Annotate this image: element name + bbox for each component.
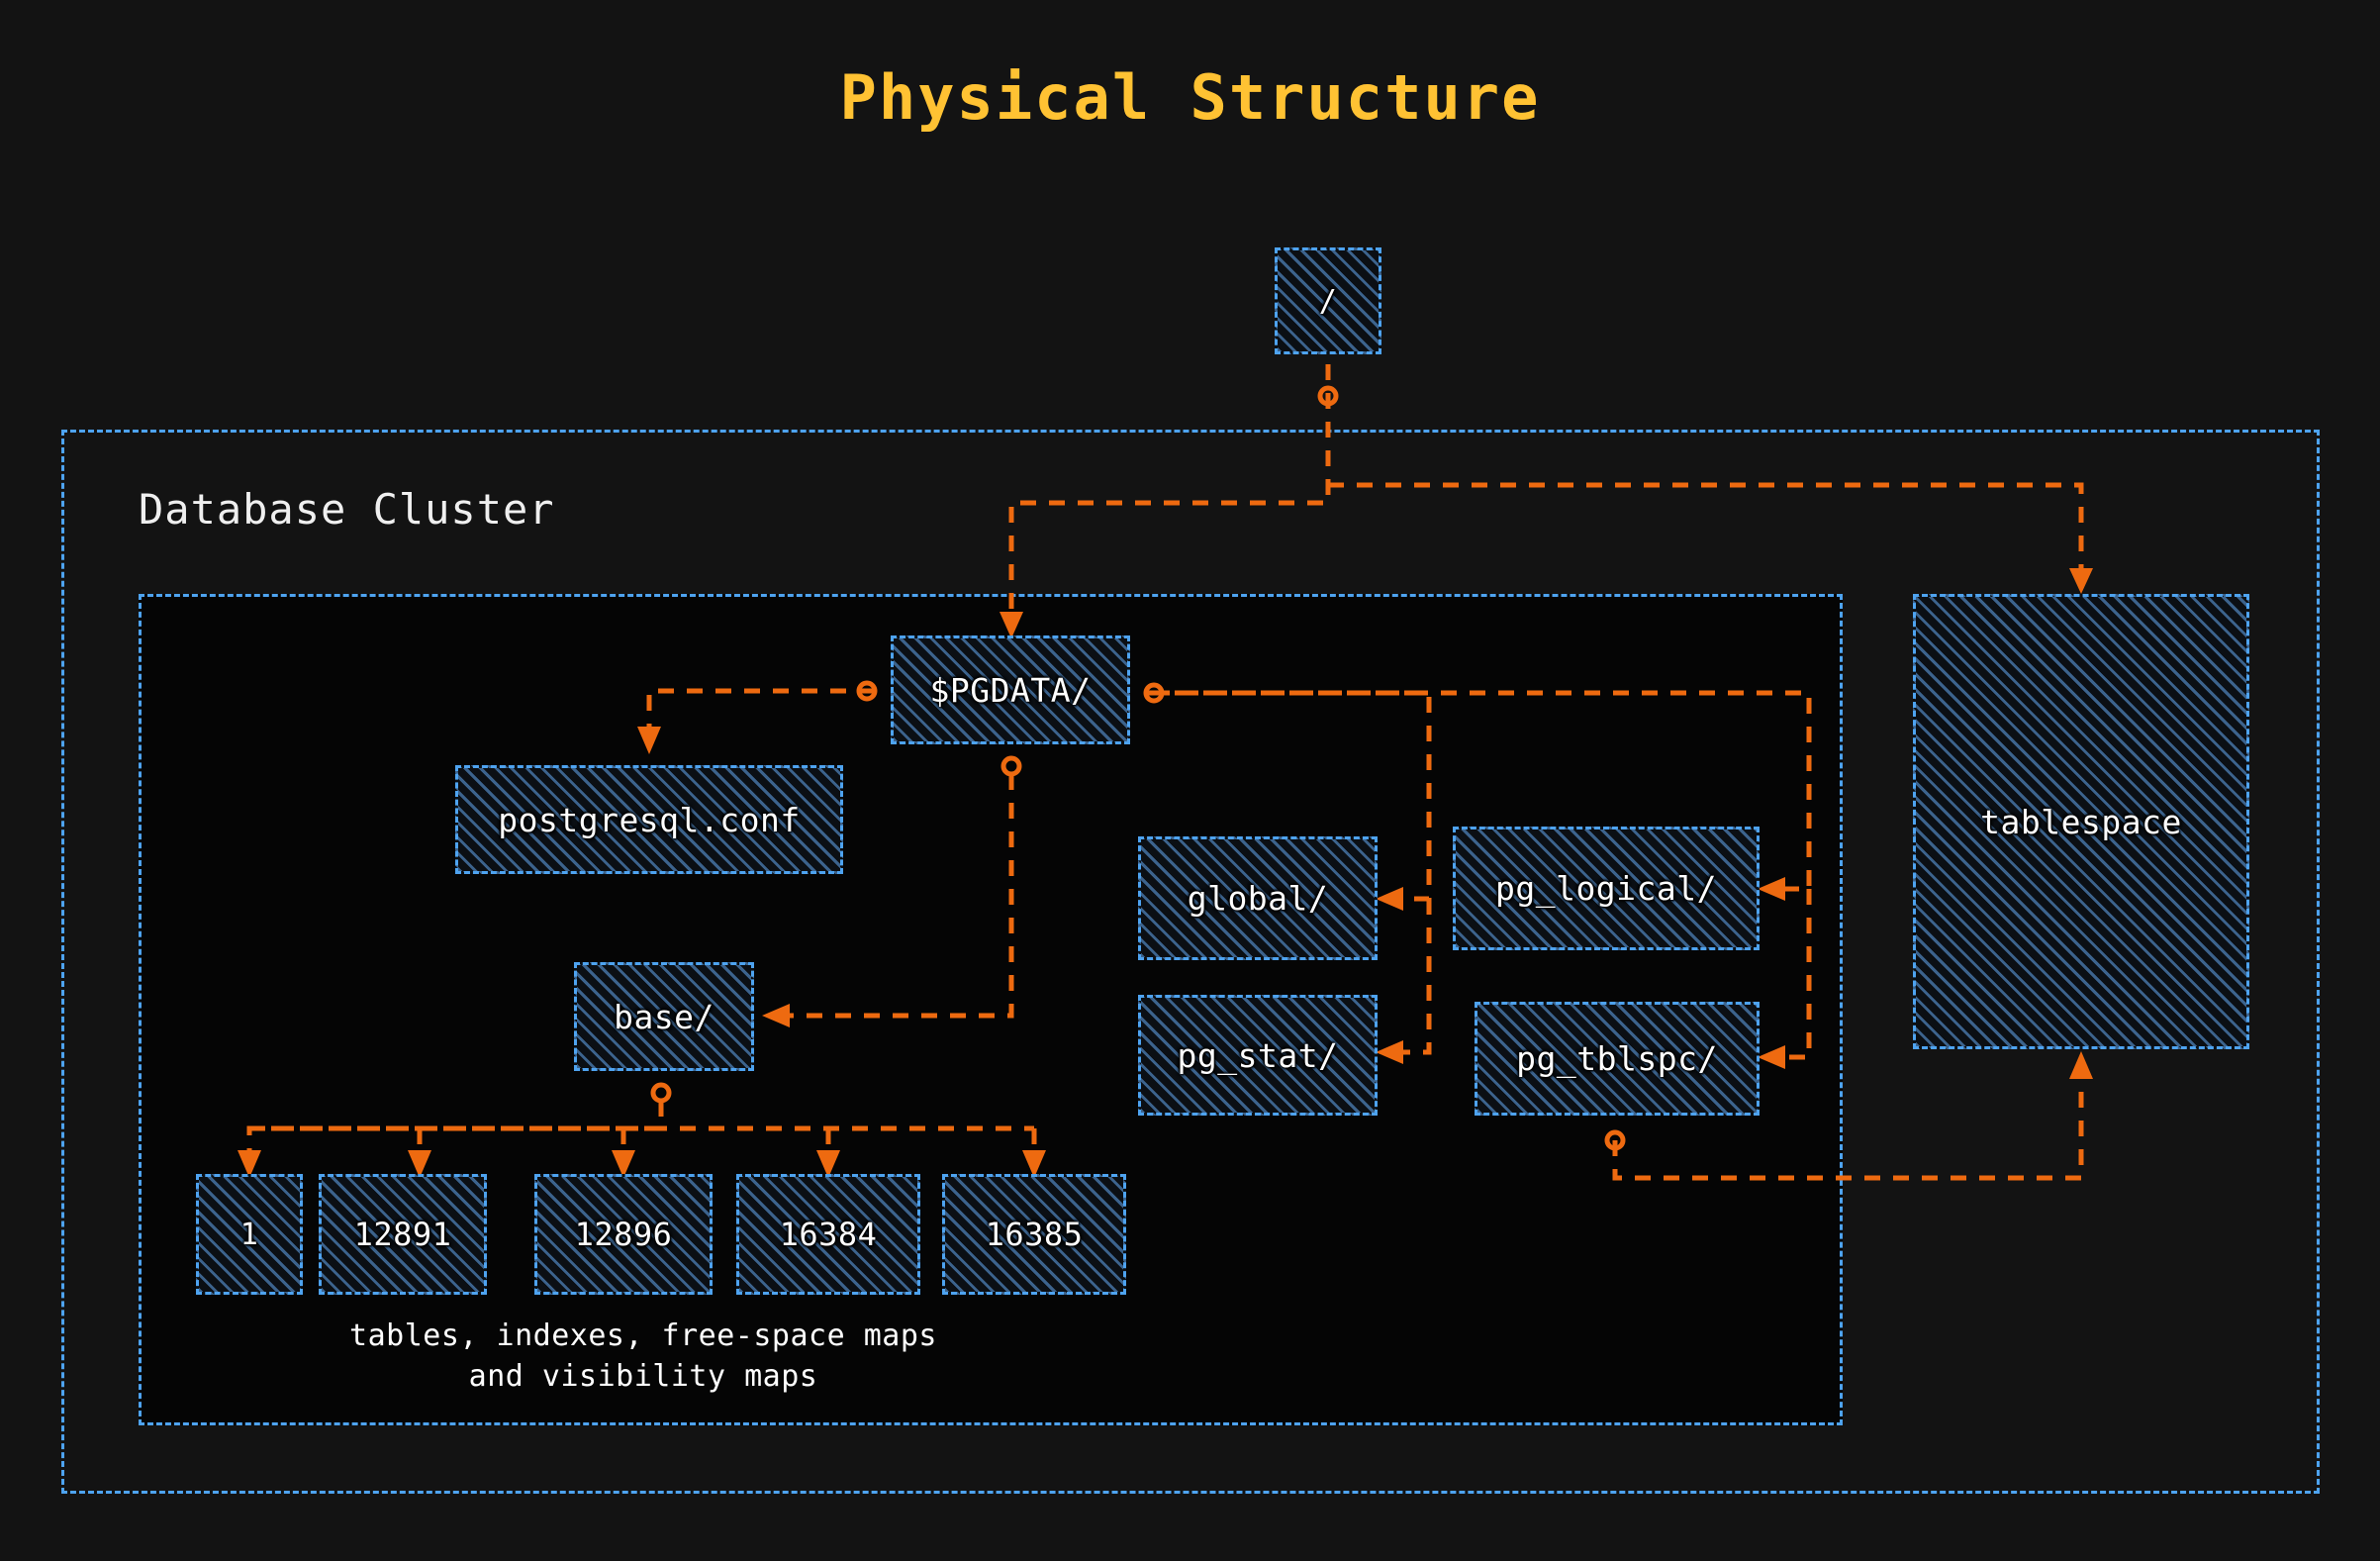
node-database-dir-label: 1: [239, 1217, 259, 1252]
node-database-dir-label: 12896: [574, 1216, 673, 1253]
node-global-label: global/: [1187, 879, 1329, 918]
edge-origin-dot-root: [1317, 385, 1339, 407]
node-pg-stat[interactable]: pg_stat/: [1138, 995, 1378, 1116]
node-database-dir-label: 12891: [353, 1216, 452, 1253]
node-global[interactable]: global/: [1138, 836, 1378, 960]
node-database-dir-label: 16385: [985, 1216, 1084, 1253]
node-base[interactable]: base/: [574, 962, 754, 1071]
leaf-caption: tables, indexes, free-space maps and vis…: [178, 1317, 1108, 1397]
node-pg-logical-label: pg_logical/: [1494, 869, 1718, 908]
node-database-dir[interactable]: 12896: [534, 1174, 713, 1295]
node-pgdata[interactable]: $PGDATA/: [891, 635, 1130, 744]
node-tablespace[interactable]: tablespace: [1913, 594, 2249, 1049]
node-postgresql-conf[interactable]: postgresql.conf: [455, 765, 843, 874]
node-pg-logical[interactable]: pg_logical/: [1453, 827, 1760, 950]
leaf-caption-line2: and visibility maps: [468, 1358, 818, 1394]
node-root-label: /: [1318, 283, 1338, 319]
node-tablespace-label: tablespace: [1980, 802, 2182, 841]
node-pg-tblspc[interactable]: pg_tblspc/: [1475, 1002, 1760, 1116]
node-pgdata-label: $PGDATA/: [929, 670, 1092, 710]
node-database-dir[interactable]: 12891: [319, 1174, 487, 1295]
page-title: Physical Structure: [839, 61, 1541, 134]
node-database-dir[interactable]: 16384: [736, 1174, 920, 1295]
node-database-dir[interactable]: 1: [196, 1174, 303, 1295]
node-base-label: base/: [614, 997, 714, 1036]
node-root[interactable]: /: [1275, 247, 1381, 354]
node-database-dir-label: 16384: [779, 1216, 878, 1253]
node-pg-tblspc-label: pg_tblspc/: [1516, 1039, 1718, 1078]
leaf-caption-line1: tables, indexes, free-space maps: [349, 1318, 937, 1353]
node-pg-stat-label: pg_stat/: [1177, 1035, 1339, 1075]
node-database-dir[interactable]: 16385: [942, 1174, 1126, 1295]
node-postgresql-conf-label: postgresql.conf: [498, 800, 801, 839]
database-cluster-label: Database Cluster: [139, 485, 555, 534]
